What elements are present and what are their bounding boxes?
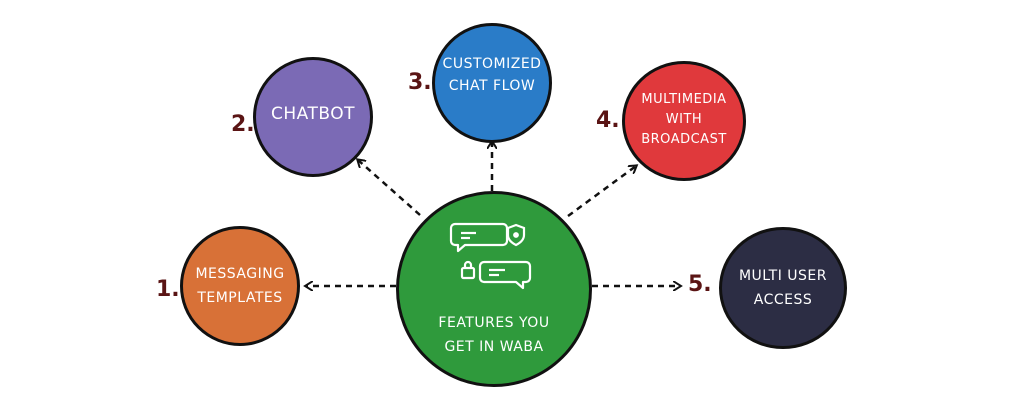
chat-bubble-icon (478, 260, 532, 290)
feature-label-line1: MESSAGING (195, 266, 285, 282)
lock-icon (460, 260, 476, 280)
feature-node-chatbot: CHATBOT (253, 57, 373, 177)
feature-label-line2: CHAT FLOW (448, 78, 536, 94)
arrow-to-multimedia-broadcast (567, 166, 636, 218)
center-label-line1: FEATURES YOU (438, 315, 550, 331)
feature-label-line1: CHATBOT (271, 104, 355, 124)
feature-number: 4. (596, 108, 620, 133)
feature-label-line2: TEMPLATES (197, 290, 283, 306)
feature-node-multi-user-access: MULTI USER ACCESS (719, 227, 847, 349)
feature-node-multimedia-broadcast: MULTIMEDIA WITH BROADCAST (622, 61, 746, 181)
feature-number: 3. (408, 70, 432, 95)
chat-bubble-icon (449, 222, 509, 253)
feature-label-line1: CUSTOMIZED (442, 56, 542, 72)
feature-number: 1. (156, 277, 180, 302)
arrow-to-chatbot (358, 160, 421, 216)
feature-label-line2: ACCESS (753, 292, 813, 308)
feature-label-line3: BROADCAST (641, 132, 727, 147)
center-label-line2: GET IN WABA (444, 339, 544, 355)
feature-label-line1: MULTI USER (738, 268, 828, 284)
feature-node-messaging-templates: MESSAGING TEMPLATES (180, 226, 300, 346)
feature-number: 2. (231, 112, 255, 137)
feature-node-customized-chat-flow: CUSTOMIZED CHAT FLOW (432, 23, 552, 143)
feature-number: 5. (688, 272, 712, 297)
feature-label-line1: MULTIMEDIA (641, 92, 727, 107)
shield-star-icon (506, 223, 526, 247)
feature-label-line2: WITH (665, 112, 703, 127)
